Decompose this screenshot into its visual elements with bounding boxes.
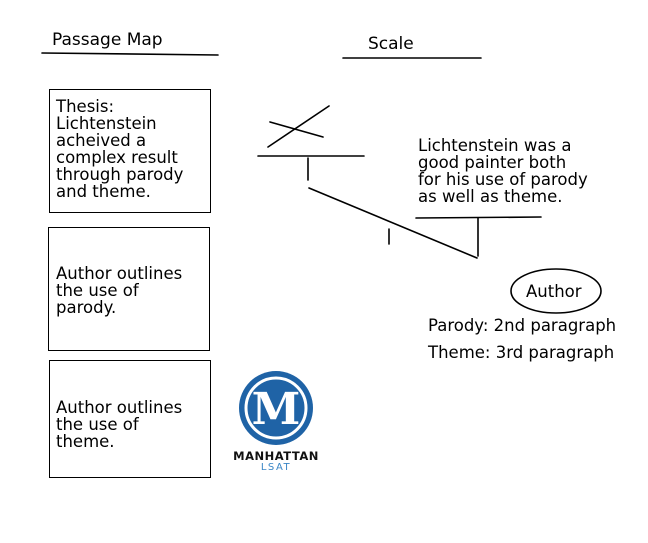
theme-box-text: Author outlines the use of theme.: [56, 398, 183, 451]
thesis-box: Thesis: Lichtenstein acheived a complex …: [49, 89, 211, 213]
cross-stroke-b: [267, 105, 330, 148]
parody-box: Author outlines the use of parody.: [48, 227, 210, 351]
theme-box: Author outlines the use of theme.: [49, 360, 211, 478]
logo-sub: LSAT: [260, 462, 292, 473]
right-pan-line: [415, 216, 542, 219]
logo-circle-icon: M: [239, 371, 313, 445]
passage-map-heading: Passage Map: [52, 30, 163, 50]
author-ellipse: [510, 268, 602, 314]
logo-letter: M: [252, 384, 301, 435]
scale-right-text: Lichtenstein was a good painter both for…: [418, 136, 588, 206]
scale-heading: Scale: [368, 34, 414, 54]
cross-stroke-a: [269, 121, 324, 138]
logo-name: MANHATTAN: [233, 449, 319, 463]
parody-note: Parody: 2nd paragraph: [428, 316, 617, 335]
scale-beam: [308, 187, 478, 259]
manhattan-lsat-logo: M MANHATTAN LSAT: [226, 370, 326, 480]
parody-box-text: Author outlines the use of parody.: [56, 264, 183, 317]
theme-note: Theme: 3rd paragraph: [428, 343, 615, 362]
passage-map-underline: [41, 52, 219, 56]
author-label: Author: [526, 282, 582, 301]
thesis-text: Thesis: Lichtenstein acheived a complex …: [56, 97, 184, 201]
